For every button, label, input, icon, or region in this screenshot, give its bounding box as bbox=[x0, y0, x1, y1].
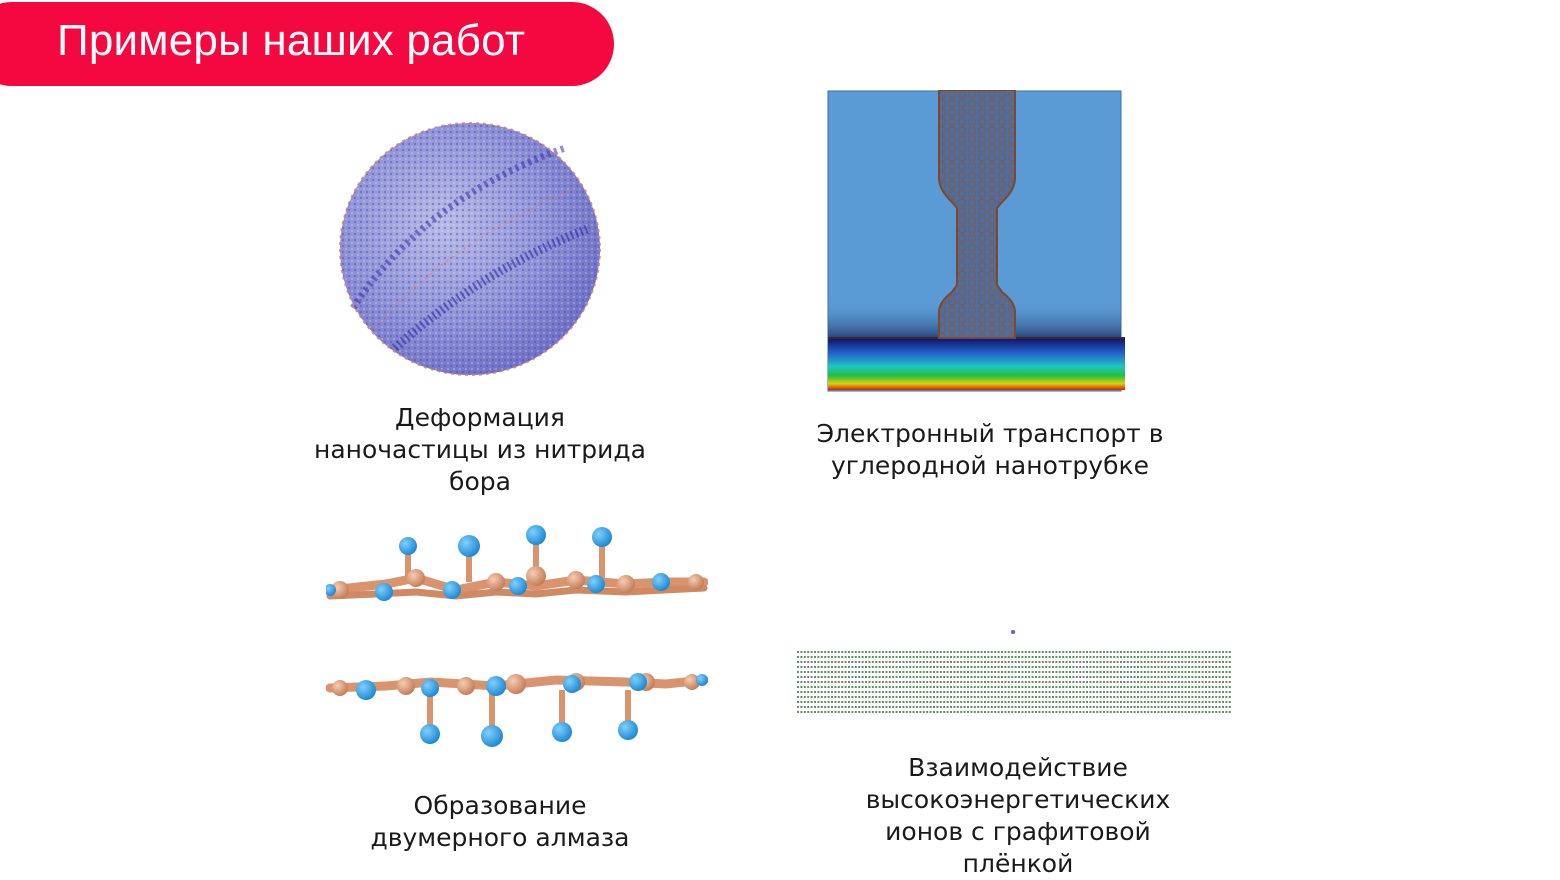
boron-nitride-sphere-image bbox=[339, 122, 601, 376]
title-banner bbox=[0, 2, 614, 86]
two-dimensional-diamond-image bbox=[326, 525, 708, 747]
caption-ion-graphite: Взаимодействие высокоэнергетических ионо… bbox=[865, 753, 1171, 878]
caption-boron-nitride: Деформация наночастицы из нитрида бора bbox=[313, 403, 647, 496]
carbon-nanotube-image bbox=[827, 90, 1125, 392]
caption-carbon-nanotube: Электронный транспорт в углеродной нанот… bbox=[816, 419, 1164, 480]
slide-title: Примеры наших работ bbox=[57, 16, 526, 65]
caption-two-dimensional-diamond: Образование двумерного алмаза bbox=[370, 791, 630, 852]
graphite-film-image bbox=[797, 630, 1231, 713]
